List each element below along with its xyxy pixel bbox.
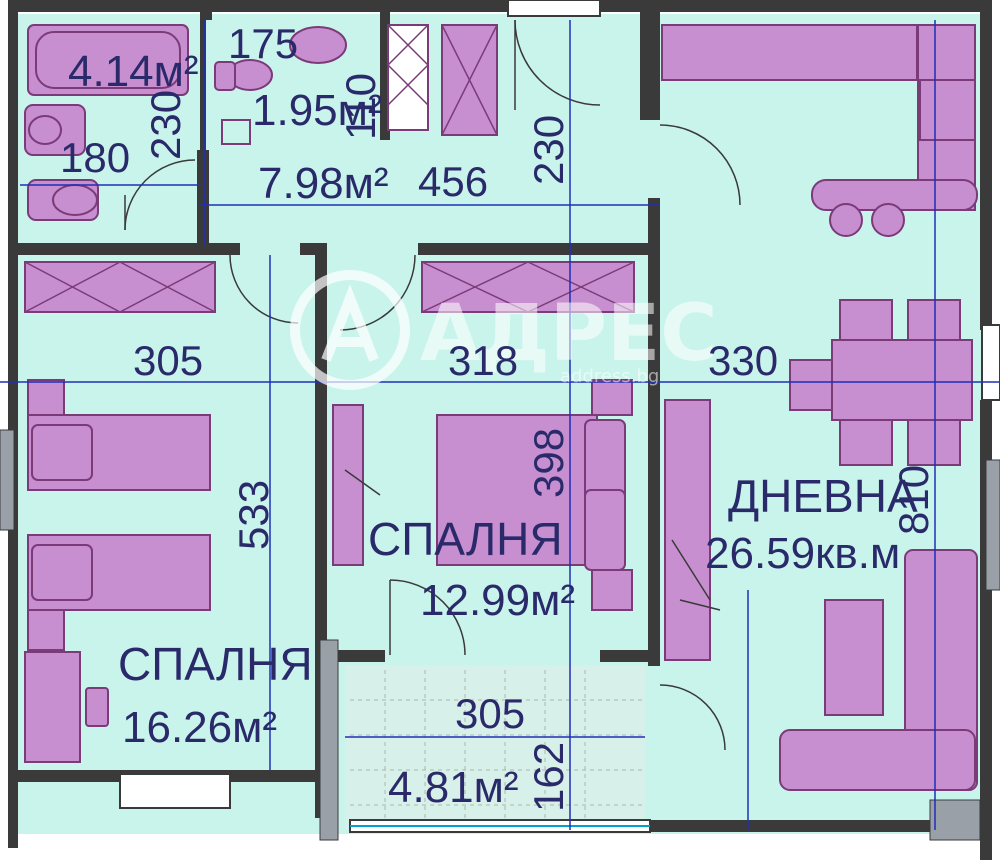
terrace-floor [345,665,645,830]
wardrobe-crosses [24,24,635,313]
dim-305-left: 305 [133,337,203,384]
bath-big-area: 4.14м² [68,47,199,96]
bedroom-left-name: СПАЛНЯ [118,638,313,690]
dimension-lines [0,20,1000,830]
dim-330: 330 [708,337,778,384]
living-area: 26.59кв.м [705,529,900,578]
kitchen-counter [661,24,918,81]
dim-456: 456 [418,158,488,205]
terrace-area: 4.81м² [388,763,519,812]
dim-175: 175 [228,20,298,67]
watermark-subtext: address.bg [560,366,659,387]
hatched-walls [0,429,1000,841]
mid-dresser [332,404,364,566]
bedroom-mid-name: СПАЛНЯ [368,513,563,565]
wardrobe-left [24,261,216,313]
coffee-table [824,599,884,716]
dim-230-center: 230 [525,115,572,185]
dim-810: 810 [890,465,937,535]
doors [124,19,741,751]
corridor-area: 7.98м² [258,159,389,208]
closet-1 [387,24,429,131]
living-name: ДНЕВНА [728,470,918,522]
dim-180: 180 [60,134,130,181]
dim-533: 533 [230,480,277,550]
terrace-tiles [350,670,645,825]
bedroom-left-area: 16.26м² [122,703,277,752]
dim-230-left: 230 [142,90,189,160]
wc-sink [289,26,347,64]
dim-318: 318 [448,337,518,384]
wardrobe-mid [421,261,635,313]
walls [8,0,992,860]
dining-table [831,339,973,421]
tv-unit [664,399,711,661]
dimension-labels: 175 110 230 180 456 230 305 318 330 533 … [60,20,937,812]
watermark-text: АДРЕС [420,289,718,379]
dim-110: 110 [337,73,384,140]
desk-left [24,651,81,763]
bath-small-area: 1.95м² [252,86,383,135]
watermark: АДРЕС address.bg [290,270,718,390]
dim-305-terrace: 305 [455,690,525,737]
dim-398: 398 [525,428,572,498]
room-labels: 4.14м² 1.95м² 7.98м² СПАЛНЯ 16.26м² СПАЛ… [68,47,918,812]
bedroom-mid-area: 12.99м² [420,576,575,625]
dim-162: 162 [525,742,572,812]
